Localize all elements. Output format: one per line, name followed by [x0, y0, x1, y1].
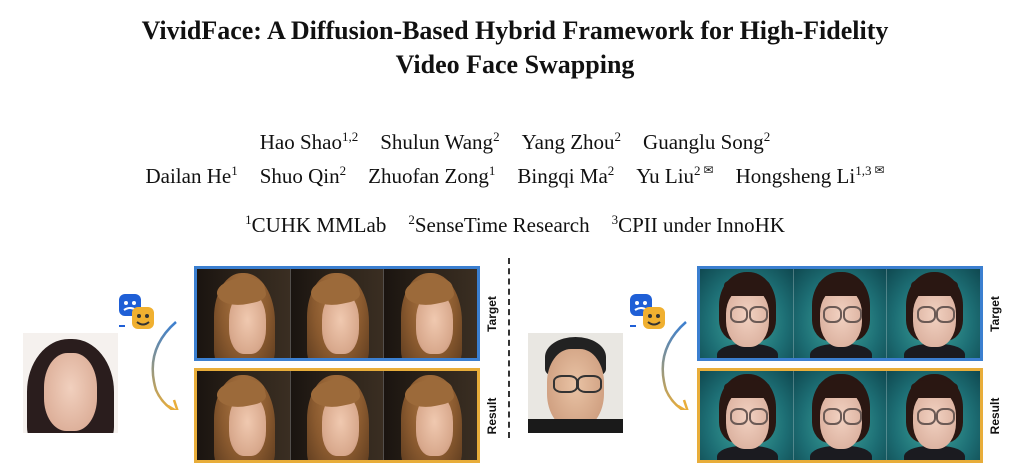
affiliation-superscript: 1 [488, 163, 496, 178]
author-name: Shulun Wang2 [380, 130, 499, 154]
affiliation-name: SenseTime Research [414, 213, 590, 237]
author-name-text: Hongsheng Li [735, 164, 856, 188]
affiliation-list: 1CUHK MMLab 2SenseTime Research 3CPII unde… [0, 212, 1030, 238]
target-label-left: Target [485, 295, 499, 332]
affiliation-superscript: 2 [694, 163, 701, 178]
source-face-image-left [23, 333, 118, 433]
source-face-image-right [528, 333, 623, 433]
paper-title: VividFace: A Diffusion-Based Hybrid Fram… [0, 14, 1030, 82]
affiliation-number: 1 [245, 212, 252, 227]
result-label-left: Result [485, 397, 499, 434]
title-line-2: Video Face Swapping [395, 50, 635, 79]
author-name: Hongsheng Li1,3✉ [735, 163, 885, 188]
affiliation-superscript: 2 [339, 163, 347, 178]
author-name: Shuo Qin2 [260, 164, 346, 188]
author-name: Guanglu Song2 [643, 130, 770, 154]
affiliation-superscript: 2 [614, 129, 622, 144]
target-label-right: Target [988, 295, 1002, 332]
author-name-text: Shulun Wang [380, 130, 494, 154]
author-name: Dailan He1 [145, 164, 237, 188]
affiliation-name: CPII under InnoHK [618, 213, 785, 237]
target-frame [384, 269, 477, 358]
target-frame [887, 269, 980, 358]
mail-icon: ✉ [874, 163, 885, 177]
affiliation-superscript: 1 [231, 163, 238, 178]
curved-arrow-icon [661, 321, 689, 410]
target-strip-right [697, 266, 983, 361]
author-name: Zhuofan Zong1 [368, 164, 495, 188]
author-name: Yu Liu2✉ [636, 163, 714, 188]
affiliation: 2SenseTime Research [408, 213, 589, 237]
target-frame [290, 269, 385, 358]
result-frame [384, 371, 477, 460]
result-frame [290, 371, 385, 460]
author-name-text: Bingqi Ma [517, 164, 608, 188]
author-name-text: Dailan He [145, 164, 232, 188]
target-frame [700, 269, 794, 358]
affiliation-superscript: 1,2 [341, 129, 359, 144]
author-name-text: Yu Liu [636, 164, 695, 188]
affiliation-number: 3 [611, 212, 619, 227]
affiliation-name: CUHK MMLab [251, 213, 387, 237]
result-frame [197, 371, 291, 460]
target-frame [793, 269, 888, 358]
result-strip-left [194, 368, 480, 463]
title-line-1: VividFace: A Diffusion-Based Hybrid Fram… [141, 16, 889, 45]
result-strip-right [697, 368, 983, 463]
author-name-text: Hao Shao [259, 130, 342, 154]
affiliation-superscript: 1,3 [855, 163, 872, 178]
author-name-text: Guanglu Song [643, 130, 764, 154]
author-name: Hao Shao1,2 [260, 130, 359, 154]
affiliation: 3CPII under InnoHK [612, 213, 785, 237]
target-frame [197, 269, 291, 358]
result-frame [793, 371, 888, 460]
face-swap-icon [119, 294, 154, 329]
author-name-text: Shuo Qin [259, 164, 340, 188]
mail-icon: ✉ [703, 163, 714, 177]
target-strip-left [194, 266, 480, 361]
author-name-text: Zhuofan Zong [368, 164, 489, 188]
face-swap-icon [630, 294, 665, 329]
affiliation-superscript: 2 [763, 129, 771, 144]
author-name: Bingqi Ma2 [517, 164, 614, 188]
author-name-text: Yang Zhou [521, 130, 615, 154]
curved-arrow-icon [151, 321, 179, 410]
author-name: Yang Zhou2 [522, 130, 621, 154]
result-frame [887, 371, 980, 460]
affiliation-superscript: 2 [607, 163, 615, 178]
result-frame [700, 371, 794, 460]
affiliation: 1CUHK MMLab [245, 213, 386, 237]
result-label-right: Result [988, 397, 1002, 434]
affiliation-number: 2 [408, 212, 415, 227]
figure-divider [508, 258, 510, 438]
affiliation-superscript: 2 [493, 129, 500, 144]
